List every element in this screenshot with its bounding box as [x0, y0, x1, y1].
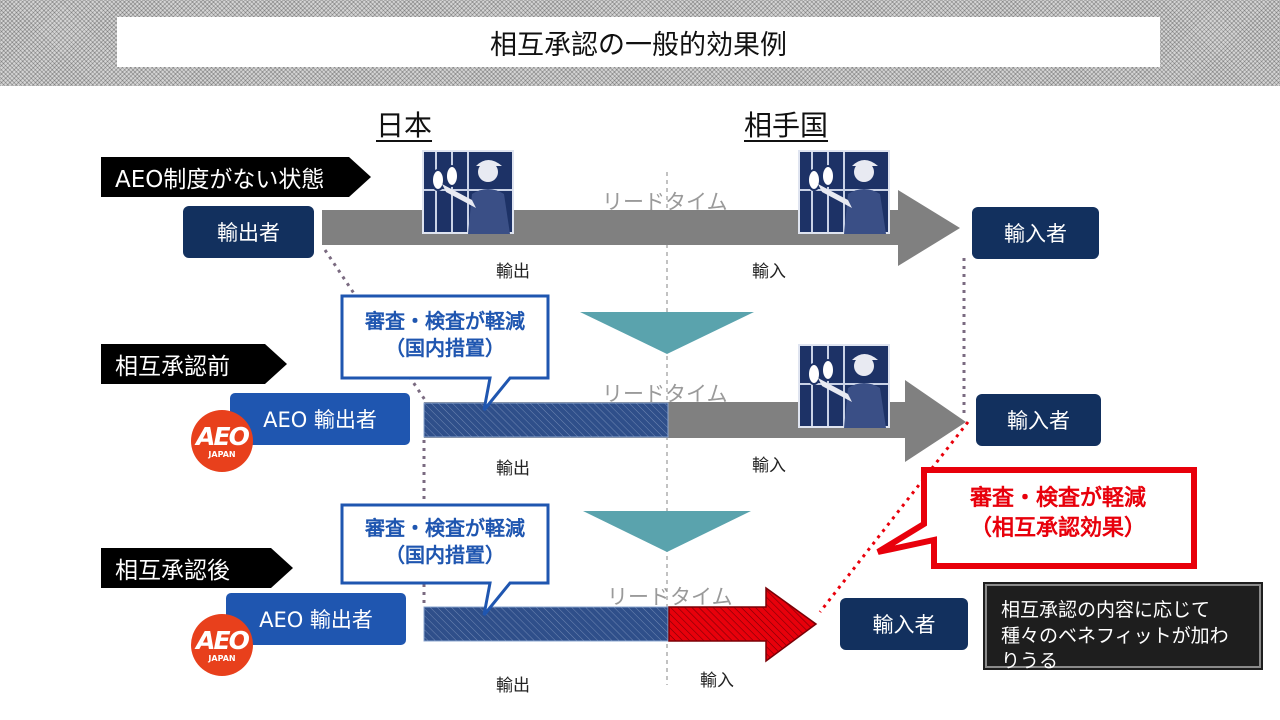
- row2-leadtime-label: リードタイム: [602, 382, 728, 406]
- row3-callout-line1: 審査・検査が軽減: [365, 516, 525, 540]
- connector-red: [818, 421, 970, 613]
- row1-leadtime-arrow: [322, 190, 960, 266]
- logo-text: AEO: [196, 625, 250, 655]
- row2-export-segment: [423, 402, 669, 438]
- page-title: 相互承認の一般的効果例: [117, 17, 1160, 67]
- row3-leadtime-label: リードタイム: [607, 585, 733, 609]
- row1-exporter: 輸出者: [183, 206, 314, 258]
- column-japan: 日本: [376, 109, 433, 142]
- row3-export-label: 輸出: [496, 676, 530, 696]
- row3-export-segment: [423, 606, 669, 642]
- row2-callout: 審査・検査が軽減 （国内措置）: [342, 308, 548, 362]
- logo-subtext: JAPAN: [208, 653, 236, 663]
- row3-callout-shape: [340, 503, 550, 616]
- column-partner: 相手国: [744, 109, 829, 142]
- row2-callout-shape: [340, 294, 550, 411]
- row2-importer: 輸入者: [976, 394, 1101, 446]
- benefit-note: 相互承認の内容に応じて 種々のベネフィットが加わりうる: [985, 584, 1261, 672]
- row2-callout-line1: 審査・検査が軽減: [365, 309, 525, 333]
- benefit-note-line1: 相互承認の内容に応じて: [1001, 599, 1211, 621]
- row1-importer: 輸入者: [972, 207, 1099, 259]
- aeo-japan-logo: AEO JAPAN: [191, 614, 253, 676]
- down-triangle-2: [583, 511, 751, 552]
- row3-exporter: AEO 輸出者: [226, 593, 406, 645]
- effect-callout: 審査・検査が軽減 （相互承認効果）: [930, 484, 1186, 543]
- row2-leadtime-arrow: [424, 380, 966, 462]
- row1-tag: AEO制度がない状態: [101, 157, 371, 197]
- customs-officer-icon: [798, 150, 890, 234]
- effect-callout-line1: 審査・検査が軽減: [969, 486, 1146, 511]
- customs-officer-icon: [422, 150, 514, 234]
- down-triangle-1: [580, 312, 754, 354]
- row2-export-label: 輸出: [496, 459, 530, 479]
- row3-import-label: 輸入: [700, 671, 734, 691]
- row1-export-label: 輸出: [496, 262, 530, 282]
- row3-callout: 審査・検査が軽減 （国内措置）: [342, 515, 548, 569]
- row2-exporter: AEO 輸出者: [230, 393, 410, 445]
- effect-callout-line2: （相互承認効果）: [969, 515, 1146, 541]
- row1-import-label: 輸入: [752, 262, 786, 282]
- row2-tag: 相互承認前: [101, 344, 287, 384]
- row2-import-label: 輸入: [752, 456, 786, 476]
- row2-callout-line2: （国内措置）: [385, 336, 505, 360]
- benefit-note-line2: 種々のベネフィットが加わりうる: [1001, 624, 1229, 673]
- effect-callout-shape: [876, 467, 1197, 569]
- aeo-japan-logo: AEO JAPAN: [191, 410, 253, 472]
- row3-tag: 相互承認後: [101, 548, 293, 588]
- row3-importer: 輸入者: [840, 598, 968, 650]
- customs-officer-icon: [798, 344, 890, 428]
- logo-text: AEO: [196, 421, 250, 451]
- row3-import-arrow: [668, 586, 818, 663]
- logo-subtext: JAPAN: [208, 449, 236, 459]
- row1-leadtime-label: リードタイム: [602, 190, 728, 214]
- row3-callout-line2: （国内措置）: [385, 543, 505, 567]
